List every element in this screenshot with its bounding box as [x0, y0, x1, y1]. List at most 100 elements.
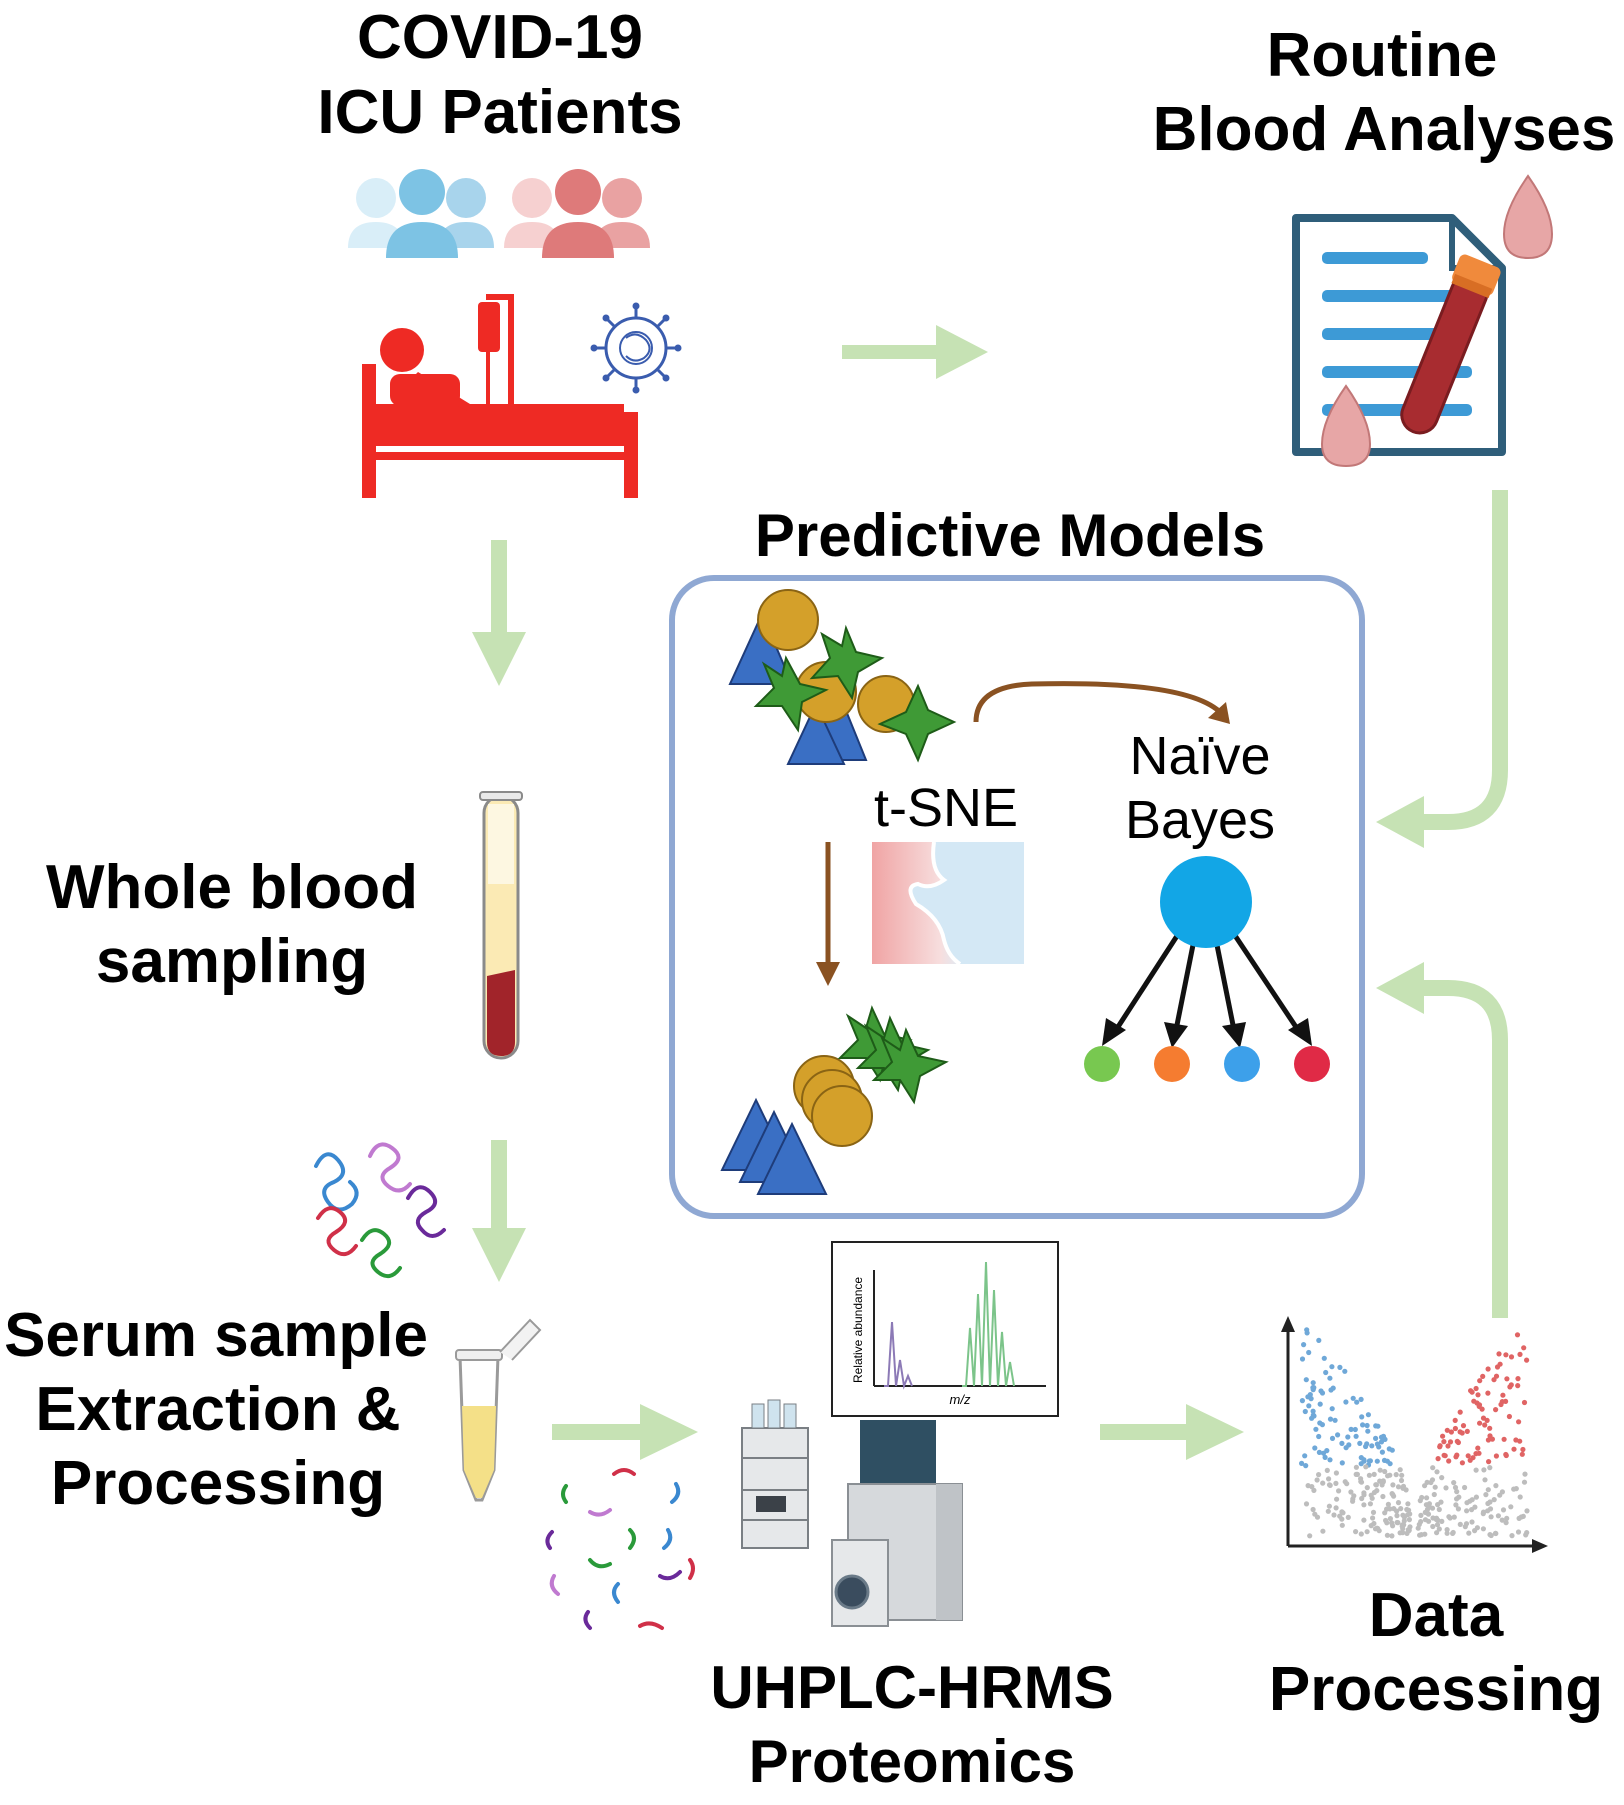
icu-bed-icon — [362, 294, 638, 498]
volcano-dot — [1441, 1452, 1447, 1458]
volcano-dot — [1325, 1508, 1331, 1514]
volcano-dot — [1373, 1482, 1379, 1488]
volcano-dot — [1462, 1524, 1468, 1530]
arrow-serum-to-uhplc — [552, 1404, 698, 1460]
volcano-dot — [1314, 1514, 1321, 1520]
volcano-dot — [1377, 1467, 1383, 1473]
volcano-dot — [1395, 1520, 1401, 1526]
volcano-dot — [1482, 1422, 1488, 1428]
volcano-dot — [1351, 1493, 1357, 1499]
volcano-dot — [1431, 1491, 1437, 1498]
volcano-dot — [1345, 1434, 1351, 1440]
volcano-dot — [1399, 1472, 1405, 1478]
volcano-dot — [1451, 1514, 1457, 1520]
volcano-dot — [1436, 1526, 1442, 1532]
volcano-dot — [1327, 1482, 1333, 1488]
volcano-dot — [1335, 1432, 1341, 1438]
volcano-dot — [1453, 1502, 1459, 1508]
volcano-dot — [1333, 1505, 1339, 1511]
volcano-dot — [1365, 1412, 1371, 1418]
volcano-dot — [1450, 1529, 1456, 1536]
volcano-dot — [1447, 1515, 1453, 1521]
volcano-dot — [1320, 1480, 1326, 1486]
uhplc-instrument-icon — [741, 1399, 809, 1549]
volcano-dot — [1397, 1467, 1403, 1473]
volcano-dot — [1486, 1459, 1492, 1465]
volcano-dot — [1373, 1435, 1379, 1441]
volcano-dot — [1359, 1414, 1365, 1420]
volcano-dot — [1417, 1498, 1423, 1504]
volcano-dot — [1370, 1515, 1376, 1521]
blood-tube-icon — [1400, 254, 1501, 435]
volcano-dot — [1475, 1392, 1481, 1398]
volcano-dot — [1329, 1406, 1335, 1412]
volcano-dot — [1350, 1395, 1356, 1401]
arrow-data-to-models — [1376, 962, 1508, 1318]
volcano-dot — [1320, 1528, 1326, 1534]
volcano-dot — [1375, 1423, 1381, 1429]
volcano-dot — [1475, 1445, 1481, 1451]
volcano-dot — [1365, 1428, 1371, 1434]
volcano-dot — [1301, 1342, 1307, 1348]
volcano-dot — [1493, 1453, 1499, 1459]
volcano-dot — [1457, 1521, 1463, 1527]
volcano-dot — [1330, 1385, 1336, 1391]
volcano-dot — [1524, 1357, 1530, 1363]
volcano-dot — [1471, 1398, 1477, 1404]
volcano-dot — [1358, 1455, 1364, 1461]
whole-blood-label-line1: Whole blood — [46, 853, 418, 922]
volcano-dot — [1495, 1513, 1501, 1519]
volcano-dot — [1521, 1479, 1528, 1485]
volcano-dot — [1314, 1477, 1320, 1483]
volcano-dot — [1358, 1531, 1364, 1537]
peptide-fragments-icon — [545, 1468, 695, 1630]
volcano-dot — [1322, 1454, 1328, 1460]
volcano-dot — [1514, 1332, 1521, 1338]
volcano-dot — [1366, 1458, 1372, 1464]
volcano-dot — [1513, 1437, 1519, 1443]
arrow-patients-to-routine — [842, 325, 988, 379]
volcano-dot — [1337, 1364, 1343, 1370]
volcano-dot — [1499, 1517, 1505, 1523]
arrow-patients-to-blood — [472, 540, 526, 686]
volcano-dot — [1302, 1408, 1308, 1415]
volcano-dot — [1401, 1522, 1407, 1528]
volcano-dot — [1435, 1456, 1441, 1462]
volcano-dot — [1306, 1349, 1312, 1356]
volcano-dot — [1375, 1525, 1381, 1532]
volcano-dot — [1387, 1461, 1393, 1467]
volcano-dot — [1306, 1403, 1312, 1409]
volcano-dot — [1485, 1500, 1491, 1507]
volcano-dot — [1336, 1488, 1342, 1494]
volcano-dot — [1339, 1440, 1345, 1446]
predictive-models-title: Predictive Models — [755, 502, 1265, 569]
uhplc-label-line1: UHPLC-HRMS — [710, 1654, 1113, 1721]
volcano-dot — [1371, 1520, 1377, 1527]
volcano-dot — [1445, 1443, 1451, 1449]
volcano-dot — [1524, 1508, 1530, 1514]
volcano-dot — [1316, 1337, 1322, 1343]
volcano-dot — [1327, 1375, 1333, 1381]
volcano-dot — [1326, 1476, 1332, 1482]
volcano-dot — [1343, 1399, 1349, 1405]
volcano-dot — [1326, 1503, 1332, 1509]
routine-label-line2: Blood Analyses — [1153, 95, 1616, 164]
volcano-dot — [1329, 1435, 1336, 1441]
volcano-dot — [1517, 1351, 1523, 1357]
volcano-dot — [1497, 1361, 1503, 1367]
volcano-dot — [1493, 1407, 1499, 1413]
volcano-dot — [1499, 1399, 1505, 1405]
volcano-dot — [1406, 1527, 1412, 1533]
volcano-dot — [1440, 1433, 1446, 1439]
volcano-dot — [1516, 1515, 1522, 1521]
volcano-dot — [1477, 1420, 1483, 1426]
volcano-dot — [1446, 1458, 1452, 1464]
volcano-dot — [1339, 1460, 1345, 1466]
volcano-dot — [1390, 1523, 1396, 1529]
volcano-dot — [1400, 1483, 1407, 1489]
volcano-dot — [1485, 1437, 1491, 1443]
volcano-dot — [1367, 1501, 1373, 1507]
volcano-dot — [1312, 1445, 1318, 1451]
spectrum-ylabel: Relative abundance — [851, 1277, 865, 1383]
volcano-dot — [1337, 1513, 1343, 1519]
